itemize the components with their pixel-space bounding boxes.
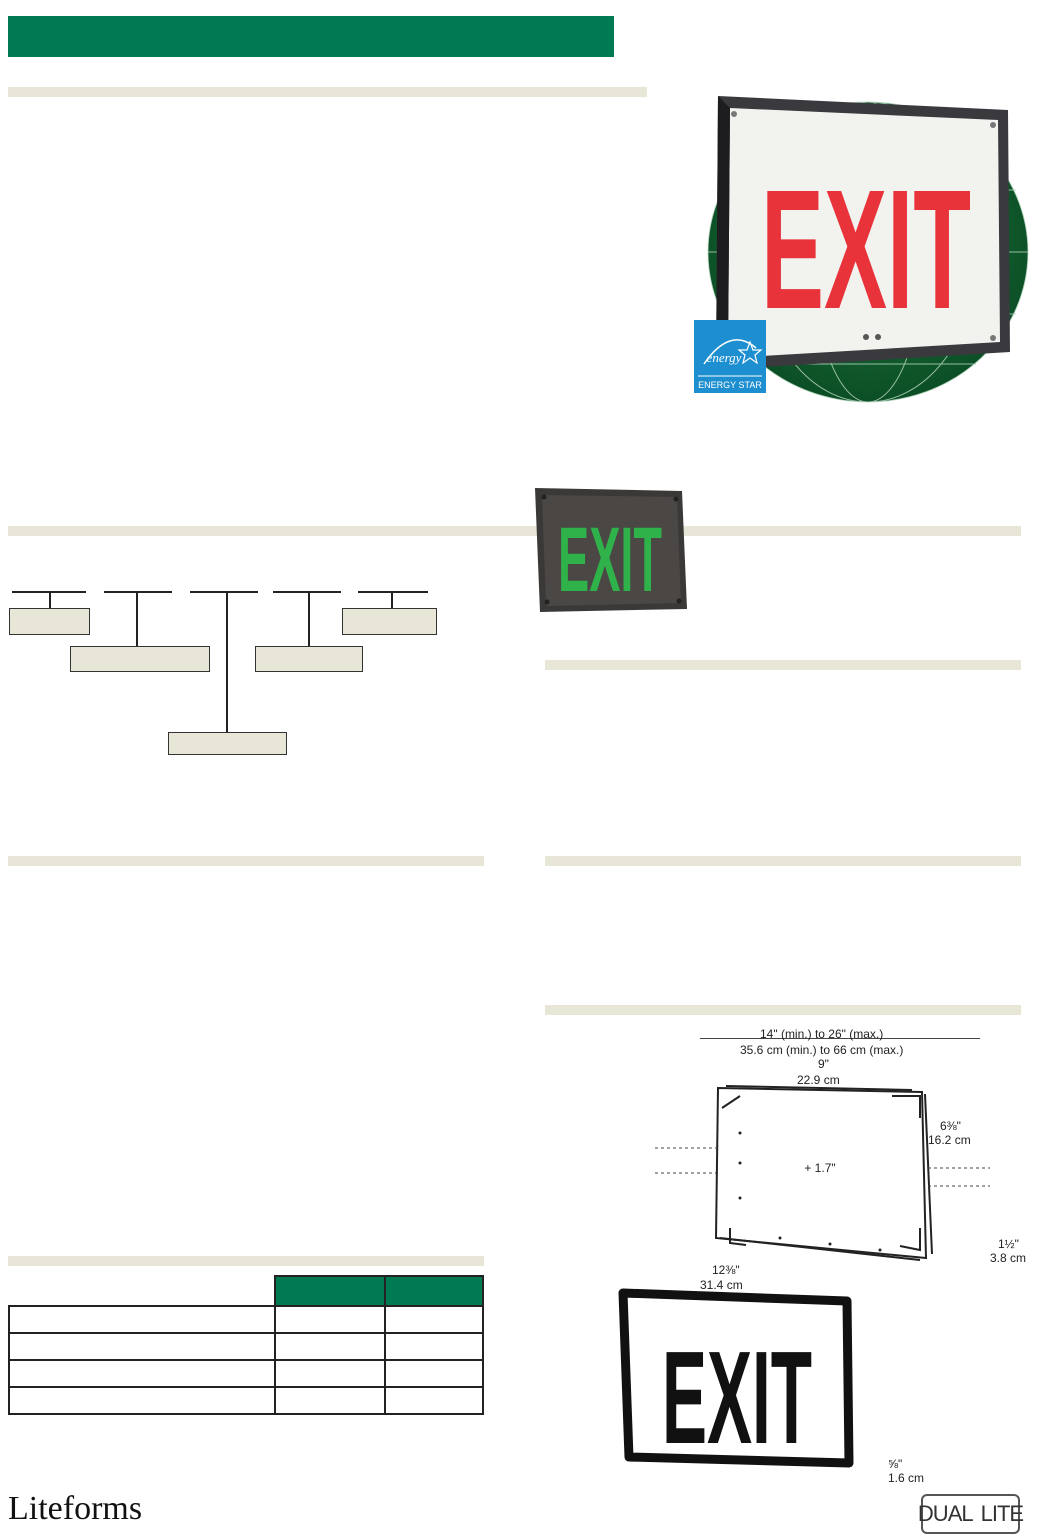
exit-text-red: EXIT bbox=[761, 155, 971, 345]
frame-in: ⅝" bbox=[888, 1457, 903, 1471]
table-header-blank bbox=[9, 1276, 275, 1307]
order-slot-1-line bbox=[12, 591, 86, 593]
section-rule-dimensions bbox=[545, 1005, 1021, 1015]
order-connector-5 bbox=[391, 593, 393, 609]
energy-star-label: ENERGY STAR bbox=[698, 380, 762, 390]
section-rule-overview bbox=[8, 87, 647, 97]
width-range-in: 14" (min.) to 26" (max.) bbox=[760, 1027, 884, 1041]
front-face-drawing: EXIT bbox=[618, 1288, 854, 1470]
order-connector-2 bbox=[136, 593, 138, 647]
title-bar bbox=[8, 16, 614, 57]
table-row bbox=[8, 1332, 484, 1361]
table-row bbox=[8, 1305, 484, 1334]
front-width-cm: 31.4 cm bbox=[700, 1278, 743, 1292]
section-rule-table bbox=[8, 1256, 484, 1266]
order-box-series bbox=[9, 608, 90, 635]
order-box-letter-color bbox=[168, 732, 287, 755]
center-mark: + 1.7" bbox=[804, 1161, 835, 1175]
order-box-faces bbox=[255, 646, 363, 672]
section-rule-specifications bbox=[8, 856, 484, 866]
exit-sign-photo-green: EXIT bbox=[535, 488, 687, 612]
order-slot-3-line bbox=[190, 591, 258, 593]
front-width-in: 12⅜" bbox=[712, 1263, 740, 1277]
width-range-dim-line bbox=[700, 1038, 980, 1040]
section-rule-warranty bbox=[545, 856, 1021, 866]
order-connector-4 bbox=[308, 593, 310, 647]
section-rule-features bbox=[545, 660, 1021, 670]
depth-in: 1½" bbox=[998, 1237, 1019, 1251]
back-height-cm: 16.2 cm bbox=[928, 1133, 971, 1147]
order-slot-5-line bbox=[358, 591, 428, 593]
table-header-col-1 bbox=[274, 1275, 386, 1307]
liteforms-logo: Liteforms bbox=[8, 1490, 143, 1527]
spec-table bbox=[8, 1275, 484, 1415]
depth-cm: 3.8 cm bbox=[990, 1251, 1027, 1265]
table-row bbox=[8, 1359, 484, 1388]
exit-text-drawing: EXIT bbox=[662, 1324, 812, 1470]
dual-lite-logo-dual: DUAL bbox=[917, 1501, 974, 1526]
back-plate-drawing: + 1.7" bbox=[655, 1085, 990, 1261]
table-header-col-2 bbox=[384, 1275, 484, 1307]
order-slot-4-line bbox=[273, 591, 341, 593]
exit-text-green: EXIT bbox=[558, 509, 662, 611]
width-range-cm: 35.6 cm (min.) to 66 cm (max.) bbox=[740, 1043, 904, 1057]
energy-script-text: energy bbox=[707, 350, 742, 365]
exit-sign-photo-red: EXIT bbox=[707, 96, 1029, 403]
section-rule-ordering bbox=[8, 526, 1021, 536]
energy-star-badge: energy ENERGY STAR bbox=[694, 320, 766, 393]
energy-star-icon: energy ENERGY STAR bbox=[698, 339, 763, 390]
frame-cm: 1.6 cm bbox=[888, 1471, 925, 1485]
order-slot-2-line bbox=[104, 591, 172, 593]
back-height-in: 6⅜" bbox=[940, 1119, 961, 1133]
order-box-housing bbox=[70, 646, 210, 672]
dual-lite-logo-lite: LITE bbox=[980, 1501, 1024, 1526]
order-box-options bbox=[342, 608, 437, 635]
back-width-cm: 22.9 cm bbox=[797, 1073, 840, 1087]
back-width-in: 9" bbox=[818, 1057, 829, 1071]
order-connector-1 bbox=[49, 593, 51, 609]
table-row bbox=[8, 1386, 484, 1415]
dual-lite-logo: DUAL LITE bbox=[917, 1494, 1024, 1534]
order-connector-3 bbox=[226, 593, 228, 733]
